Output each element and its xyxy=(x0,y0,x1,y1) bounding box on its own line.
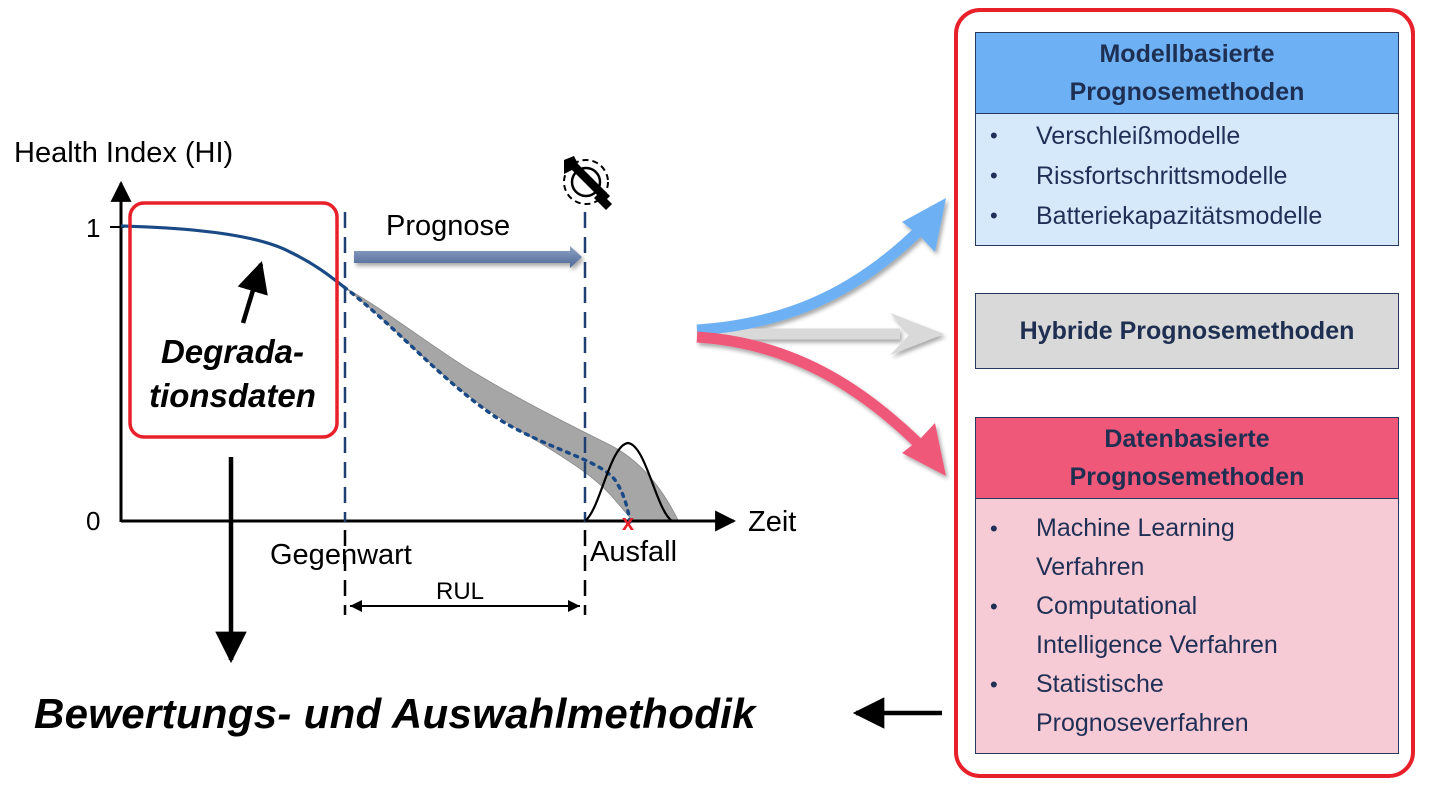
degradation-pointer-arrow xyxy=(237,260,268,324)
list-item-line: Intelligence Verfahren xyxy=(1036,631,1278,659)
list-item: Machine Learning Verfahren xyxy=(976,509,1398,587)
rul-label: RUL xyxy=(436,578,485,605)
category-arrows xyxy=(696,198,946,476)
list-item: Verschleißmodelle xyxy=(976,116,1398,156)
data-based-list: Machine Learning Verfahren Computational… xyxy=(976,499,1398,743)
list-item: Statistische Prognoseverfahren xyxy=(976,665,1398,743)
list-item-line: Machine Learning xyxy=(1036,514,1235,542)
prognosis-curve xyxy=(342,285,632,524)
model-based-list: Verschleißmodelle Rissfortschrittsmodell… xyxy=(976,114,1398,236)
list-item-line: Prognoseverfahren xyxy=(1036,709,1249,737)
model-based-title-line1: Modellbasierte xyxy=(1099,40,1275,68)
list-item-line: Verfahren xyxy=(1036,553,1145,581)
prognosis-arrow xyxy=(354,246,582,268)
list-item: Computational Intelligence Verfahren xyxy=(976,587,1398,665)
prognosis-label: Prognose xyxy=(386,210,511,242)
hybrid-category: Hybride Prognosemethoden xyxy=(975,293,1399,369)
failure-label: Ausfall xyxy=(590,536,678,568)
list-item-line: Statistische xyxy=(1036,670,1164,698)
hybrid-title: Hybride Prognosemethoden xyxy=(1019,316,1355,345)
health-index-curve xyxy=(120,224,345,289)
data-based-title-line2: Prognosemethoden xyxy=(1069,463,1305,491)
degradation-box xyxy=(128,201,339,439)
y-axis-label: Health Index (HI) xyxy=(14,137,234,169)
list-item: Batteriekapazitätsmodelle xyxy=(976,196,1398,236)
uncertainty-band xyxy=(343,286,679,521)
failure-distribution xyxy=(584,441,673,522)
list-item: Rissfortschrittsmodelle xyxy=(976,156,1398,196)
failure-marker: x xyxy=(622,510,635,535)
list-item-line: Computational xyxy=(1036,592,1198,620)
degradation-label-line2: tionsdaten xyxy=(149,377,316,414)
categories-frame xyxy=(954,8,1415,778)
degradation-label: Degrada- tionsdaten xyxy=(130,330,335,418)
data-based-title-line1: Datenbasierte xyxy=(1104,425,1270,453)
model-based-title-line2: Prognosemethoden xyxy=(1069,78,1305,106)
y-tick-label-top: 1 xyxy=(86,213,101,243)
model-based-title: Modellbasierte Prognosemethoden xyxy=(976,33,1398,114)
data-based-category: Datenbasierte Prognosemethoden Machine L… xyxy=(975,417,1399,754)
method-title: Bewertungs- und Auswahlmethodik xyxy=(34,690,756,737)
wrench-gear-icon xyxy=(563,156,612,210)
model-based-category: Modellbasierte Prognosemethoden Verschle… xyxy=(975,32,1399,246)
data-based-title: Datenbasierte Prognosemethoden xyxy=(976,418,1398,499)
present-label: Gegenwart xyxy=(270,539,412,571)
degradation-label-line1: Degrada- xyxy=(160,333,305,370)
x-axis-label: Zeit xyxy=(748,506,797,538)
y-tick-label-bottom: 0 xyxy=(86,506,101,536)
